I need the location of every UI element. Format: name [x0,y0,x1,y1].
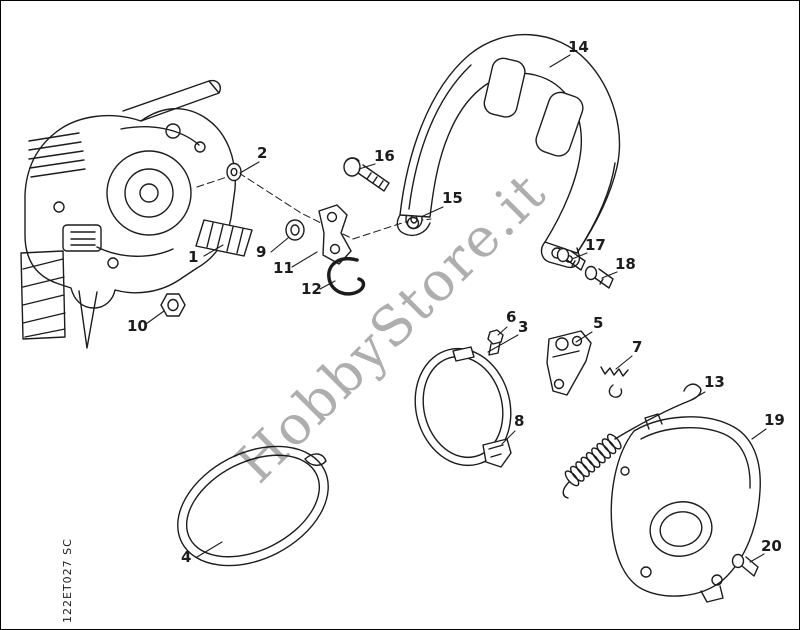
part-label-14: 14 [568,38,589,56]
part-label-11: 11 [273,259,294,277]
drawing-code: 122ET027 SC [61,538,74,623]
ribbed-cover-plate-1 [195,219,253,257]
part-label-4: 4 [181,548,192,566]
part-label-16: 16 [374,147,395,165]
part-label-9: 9 [256,243,267,261]
brake-band-3 [414,346,512,467]
lever-assembly-5 [546,330,592,396]
bolt-6 [487,329,504,356]
part-label-19: 19 [764,411,785,429]
screw-17 [556,247,586,271]
part-label-10: 10 [127,317,148,335]
screw-16 [343,157,390,192]
spring-7 [600,366,629,398]
part-label-1: 1 [188,248,199,266]
part-label-15: 15 [442,189,463,207]
screw-18 [584,265,614,289]
part-label-2: 2 [257,144,268,162]
part-label-7: 7 [632,338,643,356]
spring-clip-12 [327,257,366,296]
screw-20 [731,553,759,577]
leader-lines [145,54,767,563]
part-label-18: 18 [615,255,636,273]
part-label-17: 17 [585,236,606,254]
part-label-3: 3 [518,318,529,336]
part-label-5: 5 [593,314,604,332]
hand-guard-14 [396,34,621,269]
washer-2 [226,162,242,182]
bracket-8 [482,438,512,468]
lever-plate-11 [318,204,352,265]
part-label-12: 12 [301,280,322,298]
brake-band-4 [177,445,329,567]
collar-9 [285,219,305,241]
nut-10 [160,293,186,317]
part-label-13: 13 [704,373,725,391]
part-label-6: 6 [506,308,517,326]
clutch-cover-19 [610,413,761,603]
part-label-8: 8 [514,412,525,430]
engine-housing [20,79,236,349]
part-label-20: 20 [761,537,782,555]
